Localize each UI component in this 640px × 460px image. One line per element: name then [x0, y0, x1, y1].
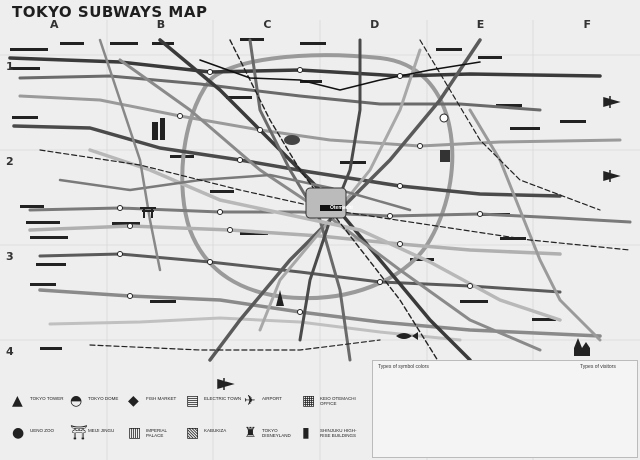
line-6 [28, 224, 562, 256]
airplane-icon [603, 170, 621, 182]
line-17 [58, 173, 412, 212]
column-label: C [263, 18, 272, 31]
building-icon: ▤ [186, 393, 200, 409]
building-icon [440, 150, 450, 162]
rail-dashed-3 [419, 39, 601, 211]
panda-icon [439, 113, 449, 123]
visitor-legend-title: Types of visitors [580, 364, 616, 370]
map-title: TOKYO SUBWAYS MAP [12, 3, 208, 21]
airplane-icon [217, 378, 235, 390]
castle-icon: ♜ [244, 425, 257, 441]
dome-icon: ◓ [70, 393, 83, 409]
skyscraper-icon [152, 122, 158, 140]
skyscraper-icon [160, 118, 165, 140]
column-label: F [583, 18, 592, 31]
station-markers [117, 67, 483, 315]
row-label: 3 [6, 250, 14, 263]
symbol-legend-title: Types of symbol colors [378, 364, 429, 370]
map-landmarks [140, 96, 621, 390]
center-station-label: Otemachi [330, 205, 353, 211]
poi-legend-label: KABUKIZA [204, 428, 227, 433]
poi-legend-label: FISH MARKET [146, 396, 177, 401]
airplane-icon [603, 96, 621, 108]
tower-icon [276, 290, 284, 306]
skyscraper-icon: ▮ [302, 425, 310, 441]
office-icon: ▦ [302, 393, 316, 409]
fish-icon [396, 332, 418, 340]
fish-icon: ◆ [128, 393, 139, 409]
tower-icon: ▲ [12, 393, 23, 409]
row-label: 2 [6, 155, 14, 168]
line-19 [98, 38, 162, 272]
column-label: A [50, 18, 59, 31]
line-1 [8, 56, 602, 78]
column-label: D [370, 18, 380, 31]
line-7 [38, 252, 562, 294]
poi-legend-label: UENO ZOO [30, 428, 55, 433]
line-2 [18, 74, 542, 112]
line-14 [248, 38, 352, 362]
poi-legend-label: IMPERIAL PALACE [146, 428, 167, 438]
legend [372, 360, 638, 458]
line-18 [468, 108, 602, 342]
poi-legend-label: MEIJI JINGU [88, 428, 115, 433]
line-9 [48, 316, 462, 342]
line-13 [258, 48, 422, 332]
palace-icon: ▥ [128, 425, 142, 441]
poi-legend-label: SHINJUKU HIGH-RISE BUILDINGS [320, 428, 357, 438]
poi-legend-label: TOKYO TOWER [30, 396, 64, 401]
line-3 [18, 94, 622, 148]
torii-icon: ⛩ [70, 425, 88, 441]
torii-icon [140, 207, 156, 218]
line-thin [199, 59, 481, 91]
airplane-icon: ✈ [244, 393, 256, 409]
poi-legend-label: ELECTRIC TOWN [204, 396, 242, 401]
poi-legend-label: TOKYO DOME [88, 396, 119, 401]
line-4 [12, 124, 562, 198]
panda-icon: ● [12, 425, 25, 441]
line-16 [88, 148, 562, 322]
poi-legend-label: AIRPORT [262, 396, 282, 401]
center-station [305, 187, 347, 219]
column-label: E [476, 18, 485, 31]
poi-legend-label: KEIO OTEMACHI OFFICE [320, 396, 356, 406]
column-label: B [156, 18, 166, 31]
row-label: 4 [6, 345, 14, 358]
theater-icon: ▧ [186, 425, 200, 441]
castle-icon [574, 338, 590, 356]
rail-dashed-4 [89, 339, 381, 351]
dome-icon [284, 135, 300, 145]
row-label: 1 [6, 60, 14, 73]
poi-legend-label: TOKYO DISNEYLAND [262, 428, 291, 438]
